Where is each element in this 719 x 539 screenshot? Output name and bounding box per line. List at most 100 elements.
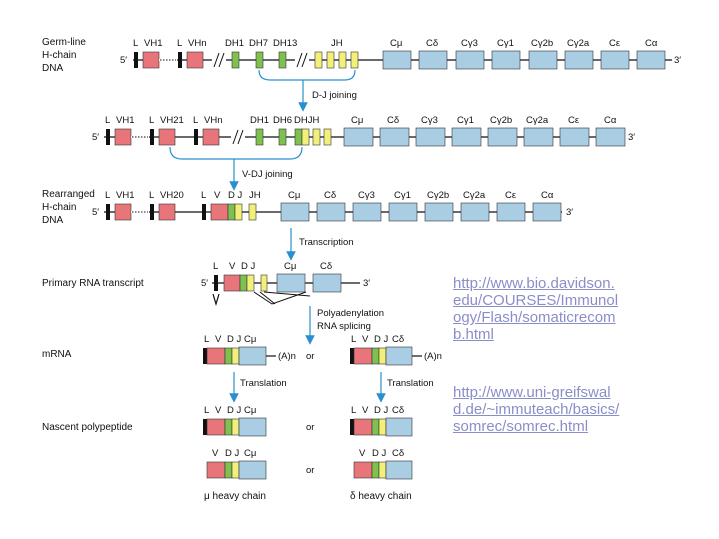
germline-dna-row: 5′ 3′ L VH1 L VHn DH1 DH7 D [120,38,681,70]
mature-mu-dj: D J [225,448,240,459]
mrna-left-l: L [204,334,209,345]
row2-c-gamma2b [487,127,518,147]
row3-c-mu [280,202,310,222]
row1-c-label-2: Cγ3 [461,38,478,49]
row2-vh21-label: VH21 [160,115,184,126]
row2-c-mu [343,127,374,147]
mature-or: or [306,465,314,476]
vdj-join-label: V-DJ joining [242,169,293,180]
vdj-join-bracket [169,146,303,160]
row3-d-segment [227,203,236,221]
row2-dh1-label: DH1 [250,115,269,126]
row1-jh-segment-4 [350,51,359,69]
primary-transcript-row: 5′ 3′ L V D J Cμ Cδ [201,261,370,307]
row4-l-label: L [213,261,218,272]
row3-dj-label: D J [228,190,243,201]
row3-c-gamma3 [352,202,382,222]
row1-c-label-5: Cγ2a [567,38,590,49]
row3-c-label-3: Cγ1 [394,190,411,201]
row2-c-label-4: Cγ2b [490,115,512,126]
row4-c-mu [276,273,306,293]
row2-c-label-3: Cγ1 [457,115,474,126]
splice-lines [253,291,311,305]
translation-right-label: Translation [387,378,434,389]
row3-vh20-label: VH20 [160,190,184,201]
row1-c-gamma3 [455,50,485,70]
nascent-left-l: L [204,405,209,416]
row4-j-segment [246,274,255,292]
mrna-right-v: V [362,334,369,345]
row1-l2-label: L [177,38,182,49]
row1-c-gamma2a [564,50,594,70]
row3-c-gamma2a [460,202,490,222]
row1-c-gamma2b [528,50,558,70]
row2-c-epsilon [559,127,590,147]
row1-dh13-segment [278,51,287,69]
davidson-link[interactable]: http://www.bio.davidson.edu/COURSES/Immu… [453,275,619,343]
rearranged-label-3: DNA [42,215,63,226]
rearranged-label-2: H-chain [42,202,76,213]
row1-vh1-label: VH1 [144,38,162,49]
germline-label-3: DNA [42,63,63,74]
row3-c-alpha [532,202,562,222]
row2-l21-label: L [149,115,154,126]
row1-c-label-0: Cμ [390,38,402,49]
row3-c-label-1: Cδ [324,190,336,201]
row3-vh1-label: VH1 [116,190,134,201]
row3-jh-segment [248,203,257,221]
row1-c-label-6: Cε [609,38,621,49]
row4-v-segment [223,274,241,292]
row1-dh1-segment [231,51,240,69]
mrna-left-c: Cμ [244,334,256,345]
row2-dj-label: DHJH [294,115,319,126]
mature-delta-chain: V D J Cδ [353,448,413,480]
row2-c-alpha [595,127,626,147]
mature-mu-chain: V D J Cμ [206,448,267,480]
row1-vh1-segment [142,51,160,69]
row2-c-label-6: Cε [568,115,580,126]
row1-jh-segment-2 [326,51,335,69]
row4-five-prime: 5′ [201,278,208,289]
row3-l-label: L [201,190,206,201]
row4-v-label: V [229,261,236,272]
row2-vh1-label: VH1 [116,115,134,126]
mature-mu-v: V [212,448,219,459]
row1-c-label-1: Cδ [426,38,438,49]
row3-c-epsilon [496,202,526,222]
row1-leader-n [178,52,182,68]
nascent-or: or [306,422,314,433]
row3-jh-label: JH [249,190,261,201]
mrna-left-tail: (A)n [278,351,296,362]
row2-dj-green [294,128,303,146]
row1-c-delta [418,50,448,70]
splicing-label: RNA splicing [317,321,371,332]
row3-v-segment [210,203,229,221]
nascent-right-c: Cδ [392,405,404,416]
row1-c-label-4: Cγ2b [531,38,553,49]
row3-vh20-segment [158,203,176,221]
row1-c-alpha [636,50,666,70]
germline-label-2: H-chain [42,50,76,61]
nascent-polypeptide-label: Nascent polypeptide [42,422,133,433]
mrna-right-dj: D J [374,334,389,345]
row1-jh-segment-1 [314,51,323,69]
row1-c-gamma1 [491,50,521,70]
rearranged-dna-row: 5′ 3′ L VH1 L VH20 L V D J JH Cμ Cδ Cγ3 … [92,190,573,222]
mrna-left-v: V [215,334,222,345]
mature-delta-v: V [359,448,366,459]
row3-v-label: V [214,190,221,201]
delta-heavy-chain-label: δ heavy chain [350,491,412,502]
mrna-right-tail: (A)n [424,351,442,362]
dj-join-label: D-J joining [312,90,357,101]
row2-c-gamma1 [451,127,482,147]
greifswald-link[interactable]: http://www.uni-greifswald.de/~immuteach/… [453,384,620,435]
mature-delta-c: Cδ [392,448,404,459]
row4-cmu-label: Cμ [284,261,296,272]
row4-cdelta-label: Cδ [320,261,332,272]
nascent-right-l: L [351,405,356,416]
nascent-right-v: V [362,405,369,416]
row2-c-label-1: Cδ [387,115,399,126]
dj-join-bracket [258,69,356,81]
row2-vhn-label: VHn [204,115,222,126]
